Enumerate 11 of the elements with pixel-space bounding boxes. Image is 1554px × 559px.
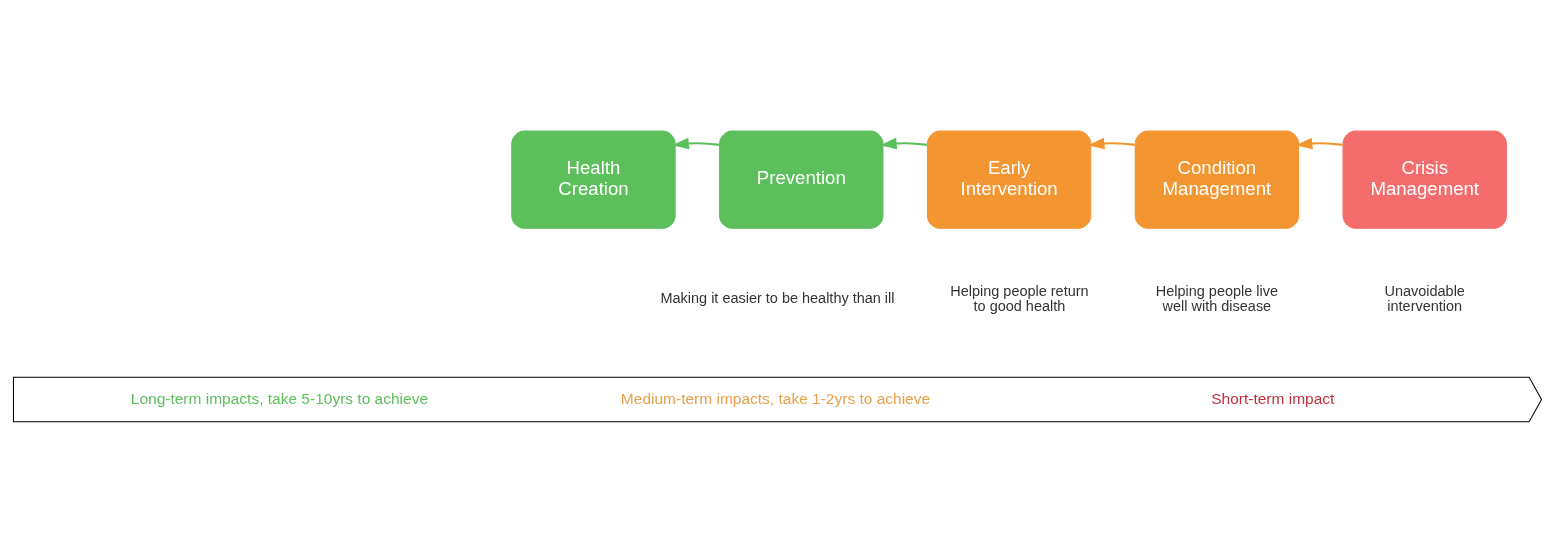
arrow [1295, 137, 1343, 150]
node-box: Health Creation [510, 130, 676, 229]
label: Helping people return to good health [949, 282, 1089, 315]
node-box: Early Intervention [926, 130, 1091, 229]
node-box: Condition Management [1134, 130, 1299, 229]
node-box: Prevention [718, 130, 883, 229]
label: Helping people live well with disease [1155, 282, 1278, 315]
label: Making it easier to be healthy than ill [659, 290, 895, 307]
arrow [1087, 137, 1135, 150]
label: Unavoidable intervention [1383, 282, 1465, 315]
node-box: Crisis Management [1342, 130, 1507, 229]
